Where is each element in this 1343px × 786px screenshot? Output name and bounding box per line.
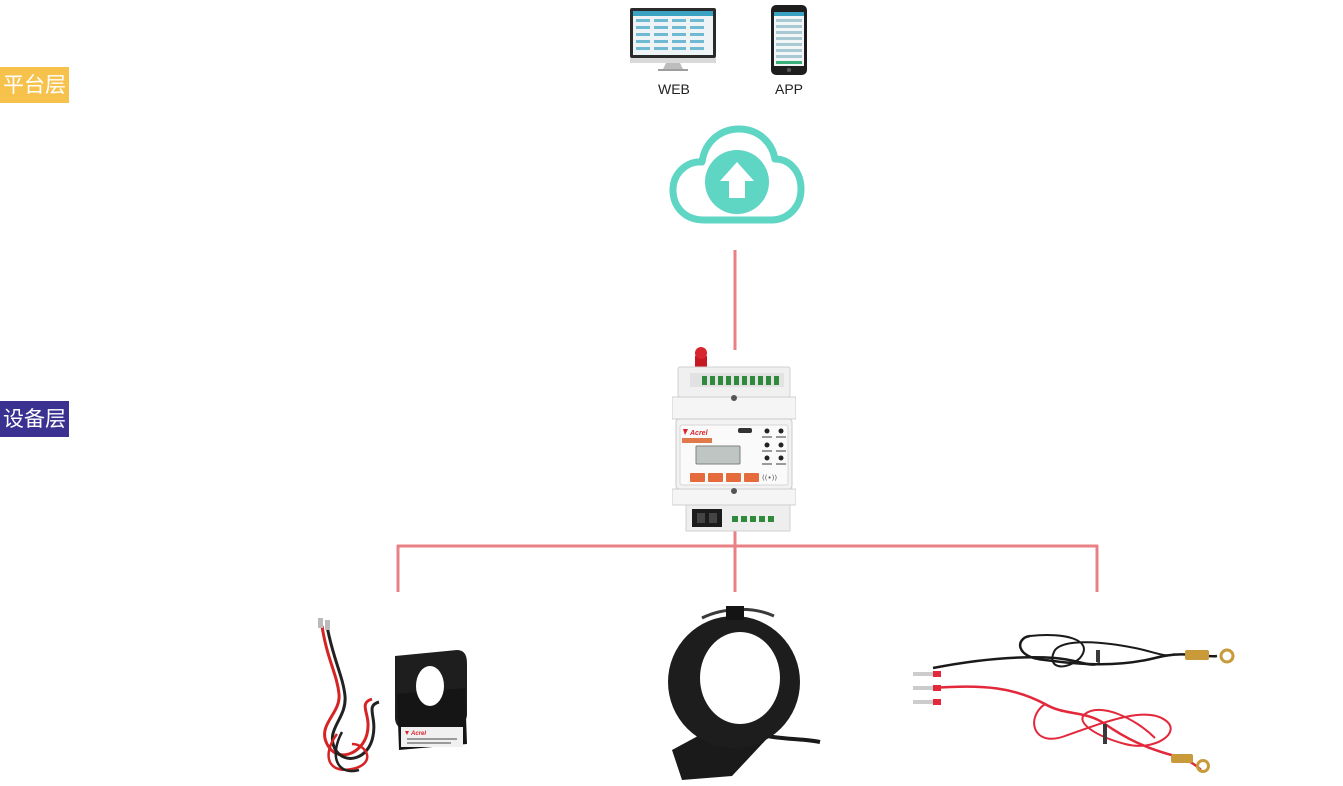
device-layer-label: 设备层 — [3, 407, 66, 431]
svg-text:Acrel: Acrel — [689, 430, 709, 437]
smartphone-icon — [771, 5, 807, 75]
monitor-icon — [630, 8, 716, 71]
svg-text:Acrel: Acrel — [410, 731, 426, 737]
ring-ct-icon — [668, 606, 821, 780]
split-core-ct-icon: Acrel — [297, 604, 497, 786]
device-layer-tag: 设备层 — [0, 401, 69, 437]
web-label: WEB — [658, 81, 690, 97]
platform-layer-tag: 平台层 — [0, 67, 69, 103]
platform-layer-label: 平台层 — [3, 73, 66, 97]
svg-text:((•)): ((•)) — [762, 474, 777, 482]
temperature-probe-icon — [913, 634, 1235, 773]
antenna-icon — [695, 347, 707, 372]
monitoring-device: Acrel ((•)) — [672, 347, 796, 532]
app-label: APP — [775, 81, 804, 97]
cloud-upload-icon — [669, 125, 805, 224]
